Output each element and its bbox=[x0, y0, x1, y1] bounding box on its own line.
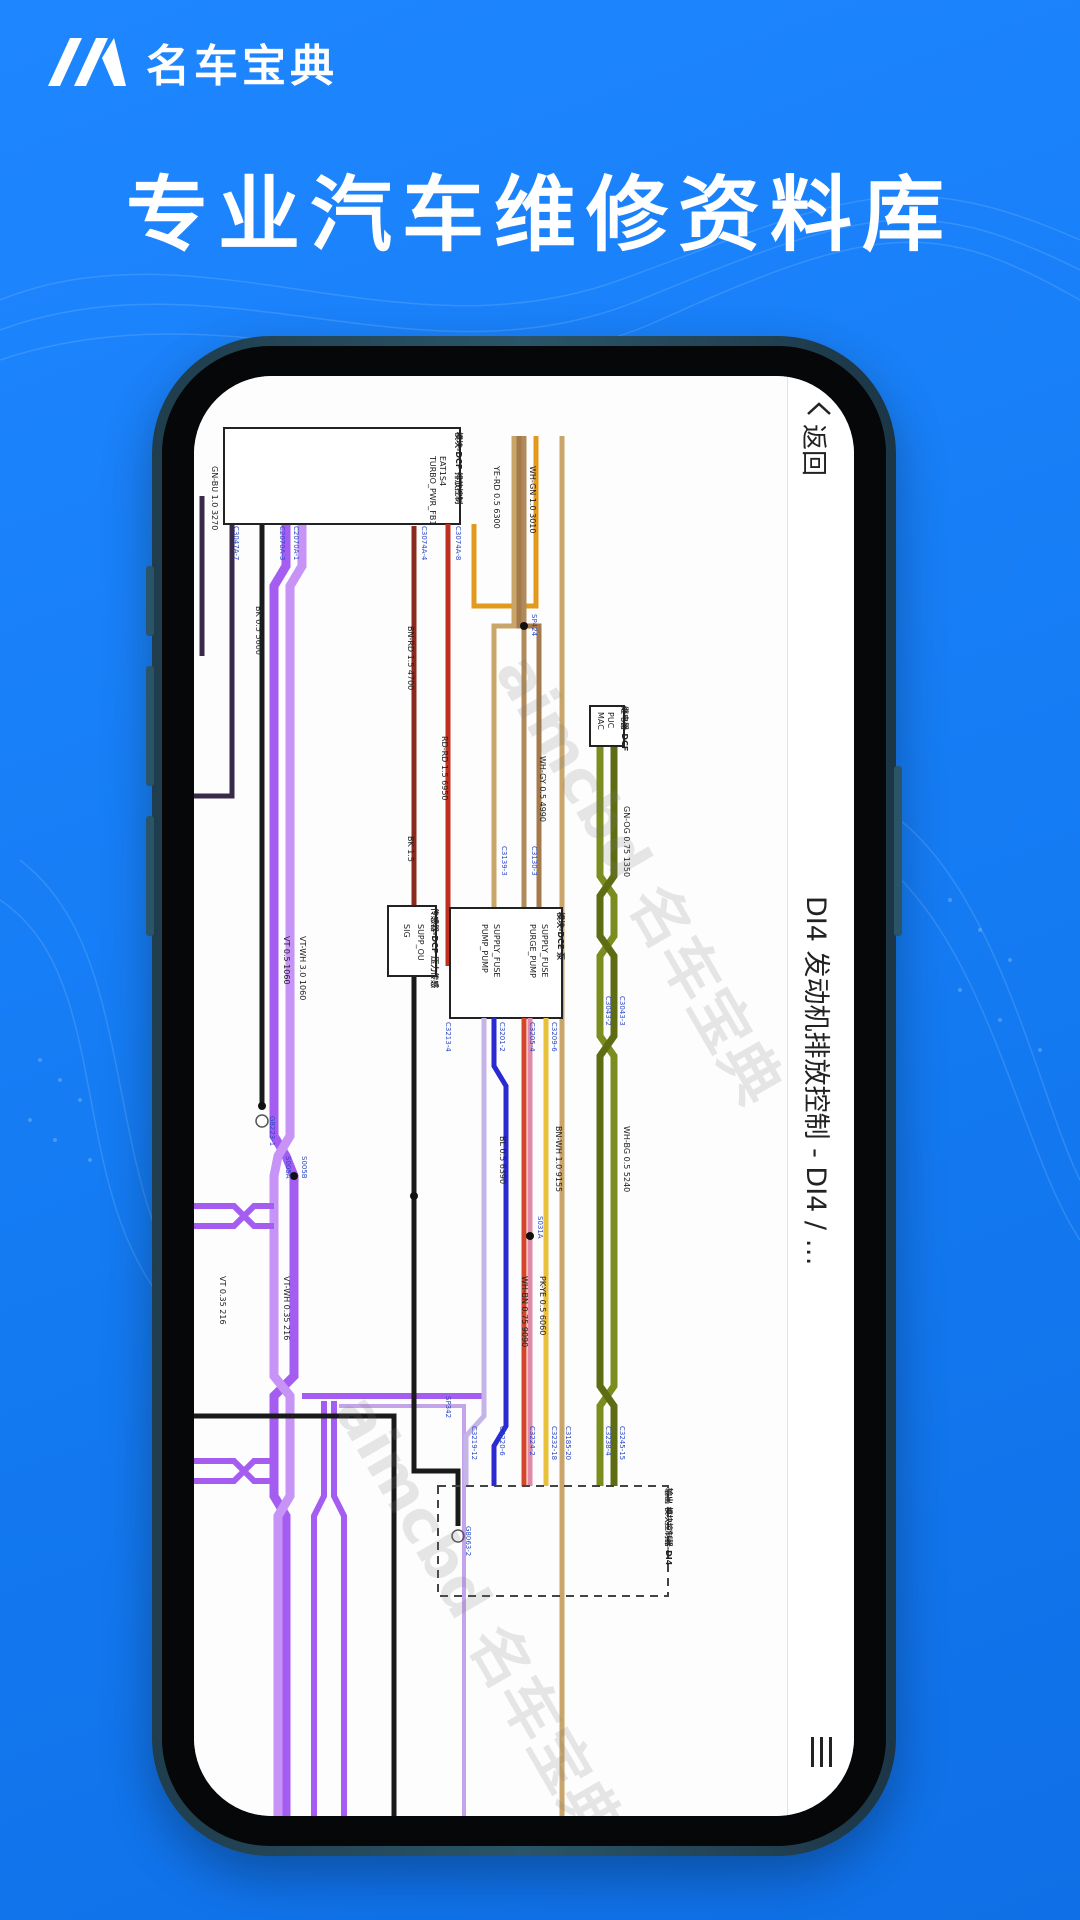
document-title: DI4 发动机排放控制 - DI4 / … bbox=[796, 896, 850, 1516]
top-box-line: EAT1S4 bbox=[438, 456, 447, 486]
phone-side-button bbox=[894, 766, 902, 936]
module-box-title: 模块-DCE 泵 bbox=[556, 912, 566, 960]
connector-label: C3185-20 bbox=[564, 1426, 572, 1460]
wire-label: PK-YE 0.5 6060 bbox=[538, 1276, 547, 1335]
phone-side-button bbox=[146, 816, 154, 936]
splice-label: SP424 bbox=[530, 614, 538, 637]
relay-box-title: 继电器-DCF bbox=[620, 706, 630, 751]
wire-label: WH-BN 0.75 9090 bbox=[520, 1276, 529, 1347]
wire-label: GN-OG 0.75 1350 bbox=[622, 806, 631, 877]
wire-label: BN-WH 1.0 9155 bbox=[554, 1126, 563, 1192]
connector-label: C3074A-4 bbox=[420, 526, 428, 561]
top-module-box bbox=[223, 427, 461, 525]
connector-label: C3232-18 bbox=[550, 1426, 558, 1460]
splice-label: S005B bbox=[300, 1156, 308, 1179]
connector-label: C2070A-1 bbox=[292, 526, 300, 560]
splice-label: S031A bbox=[536, 1216, 544, 1239]
olive-wire-pair bbox=[596, 746, 618, 1486]
connector-label: C3201-2 bbox=[498, 1022, 506, 1052]
relay-box-line: PUC bbox=[606, 712, 615, 729]
bottom-box-title: 输出 模块控制器-DI4 bbox=[664, 1488, 674, 1566]
wire-label: YE-RD 0.5 6300 bbox=[492, 465, 501, 529]
wire-label: WH-GY 0.5 4990 bbox=[538, 756, 547, 822]
menu-icon[interactable] bbox=[800, 1730, 842, 1774]
wire-label: VT-WH 3.0 1060 bbox=[298, 936, 307, 1000]
connector-label: C3047A-7 bbox=[232, 526, 240, 560]
module-box-line: SUPPLY_FUSE bbox=[540, 924, 549, 977]
brand-header: 名车宝典 bbox=[44, 30, 338, 94]
connector-label: C3209-6 bbox=[550, 1022, 558, 1052]
connector-label: C3205-4 bbox=[528, 1022, 536, 1052]
phone-side-button bbox=[146, 566, 154, 636]
headline: 专业汽车维修资料库 bbox=[125, 168, 954, 263]
sensor-box-title: 传感器-DCF 压力传感 bbox=[430, 907, 440, 988]
back-button[interactable]: 返回 bbox=[796, 394, 846, 504]
connector-label: C3245-15 bbox=[618, 1426, 626, 1460]
connector-label: C3043-3 bbox=[618, 996, 626, 1026]
wire-label: WH-GN 1.0 3010 bbox=[528, 466, 537, 533]
sensor-box-line: SIG bbox=[402, 924, 411, 938]
relay-box-line: MAC bbox=[596, 712, 605, 730]
wire-label: VT-WH 0.35 216 bbox=[282, 1276, 291, 1340]
relay-box bbox=[589, 705, 625, 747]
connector-label: C3130-3 bbox=[530, 846, 538, 876]
top-box-title: 模块-DCF 排放控制 bbox=[454, 432, 464, 504]
chevron-left-icon bbox=[799, 402, 832, 416]
connector-label: C3074A-8 bbox=[454, 526, 462, 560]
splice-label: SP342 bbox=[444, 1396, 452, 1418]
connector-label: C3139-3 bbox=[500, 846, 508, 876]
connector-label: C3238-4 bbox=[604, 1426, 612, 1456]
center-wires bbox=[411, 436, 565, 1816]
connector-label: C3224-2 bbox=[528, 1426, 536, 1456]
top-box-line: TURBO_PWR_FB1 bbox=[428, 455, 437, 525]
mc-logo-icon bbox=[44, 36, 132, 88]
bottom-controller-box bbox=[437, 1485, 669, 1597]
wire-label: VT 0.5 1060 bbox=[282, 936, 291, 985]
wire-label: BK 1.5 bbox=[406, 836, 415, 862]
pressure-sensor-box bbox=[387, 905, 437, 977]
ground-symbols bbox=[255, 1114, 465, 1543]
connector-label: C3220-6 bbox=[498, 1426, 506, 1456]
module-box-line: PURGE_PUMP bbox=[528, 924, 537, 978]
connector-label: C2070A-3 bbox=[278, 526, 286, 560]
connector-label: C3043-2 bbox=[604, 996, 612, 1026]
wire-label: WH-BG 0.5 5240 bbox=[622, 1126, 631, 1192]
phone-mockup: 模块-DCF 排放控制 EAT1S4 TURBO_PWR_FB1 传感器-DCF… bbox=[146, 336, 902, 1856]
splice-label: S005A bbox=[284, 1156, 292, 1179]
wire-label: BL 0.5 6390 bbox=[498, 1136, 507, 1184]
connector-label: C3213-4 bbox=[444, 1022, 452, 1052]
diagram-labels: 模块-DCF 排放控制 EAT1S4 TURBO_PWR_FB1 传感器-DCF… bbox=[210, 432, 674, 1566]
wire-label: BK 0.5 5600 bbox=[254, 606, 263, 655]
dark-wires bbox=[194, 496, 466, 1816]
purple-branch-wires bbox=[194, 1203, 484, 1816]
pump-module-box bbox=[449, 907, 563, 1019]
back-label: 返回 bbox=[798, 424, 828, 477]
ground-label: G8223-1 bbox=[268, 1116, 276, 1146]
module-box-line: SUPPLY_FUSE bbox=[492, 924, 501, 977]
wire-label: VT 0.35 216 bbox=[218, 1276, 227, 1325]
brand-name: 名车宝典 bbox=[146, 41, 338, 92]
app-toolbar: 返回 DI4 发动机排放控制 - DI4 / … bbox=[787, 376, 854, 1816]
module-box-line: PUMP_PUMP bbox=[480, 924, 489, 973]
document-title-text: DI4 发动机排放控制 - DI4 / … bbox=[800, 896, 831, 1266]
app-screen: 模块-DCF 排放控制 EAT1S4 TURBO_PWR_FB1 传感器-DCF… bbox=[194, 376, 854, 1816]
phone-side-button bbox=[146, 666, 154, 786]
wire-label: BN-RD 1.5 4700 bbox=[406, 626, 415, 690]
connector-labels: C2070A-1 C2070A-3 C3047A-7 C3074A-4 C307… bbox=[232, 526, 626, 1556]
wire-label: GN-BU 1.0 3270 bbox=[210, 466, 219, 530]
ground-label: G8063-2 bbox=[464, 1526, 472, 1556]
connector-label: C3219-12 bbox=[470, 1426, 478, 1460]
splice-dots bbox=[258, 622, 534, 1240]
wiring-diagram[interactable]: 模块-DCF 排放控制 EAT1S4 TURBO_PWR_FB1 传感器-DCF… bbox=[194, 376, 788, 1816]
sensor-box-line: SUPP_OU bbox=[416, 924, 425, 961]
lower-wires bbox=[463, 1018, 549, 1486]
wire-label: RD-RD 1.5 6950 bbox=[440, 736, 449, 801]
